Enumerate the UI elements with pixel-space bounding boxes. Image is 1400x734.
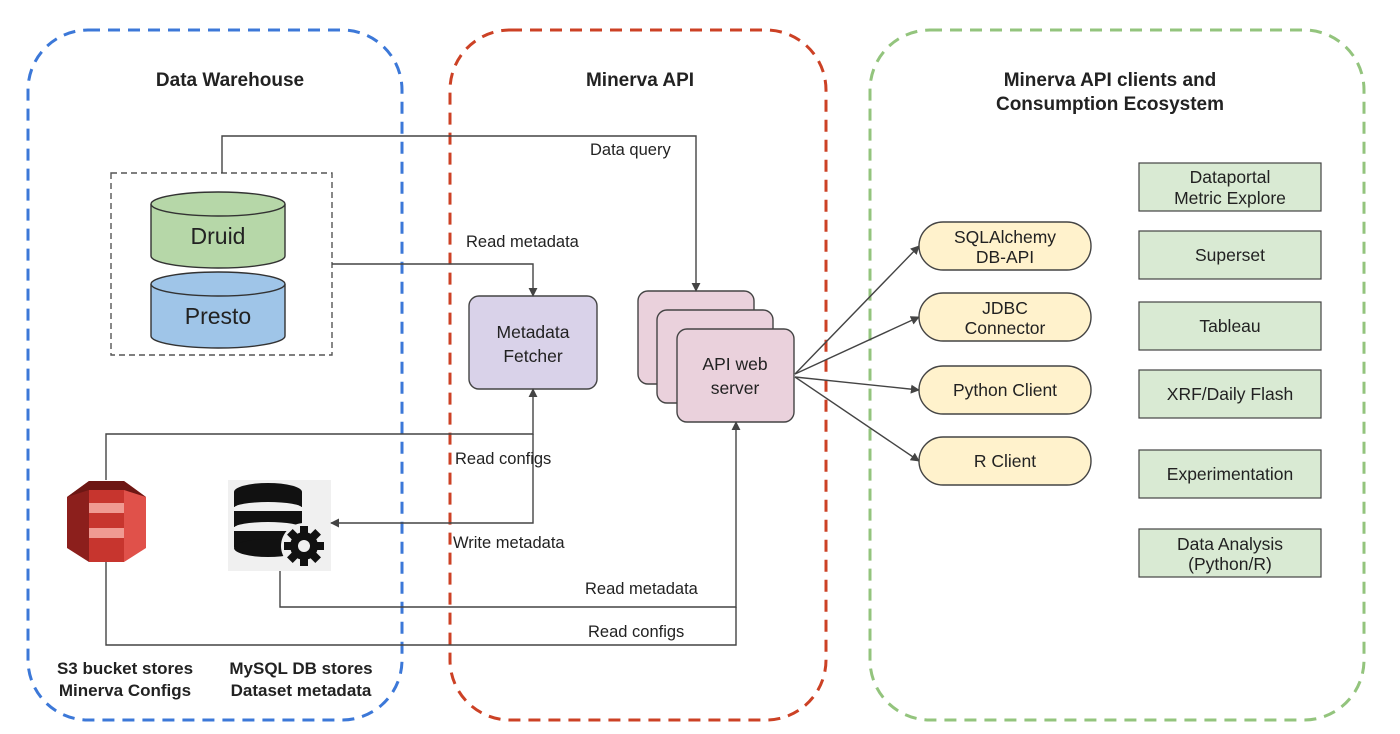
s3-bucket-icon xyxy=(67,481,146,562)
consumer-tableau: Tableau xyxy=(1138,301,1322,351)
api-web-server-box xyxy=(676,328,795,423)
api-client-label-line2: DB-API xyxy=(976,247,1034,267)
consumer-superset: Superset xyxy=(1138,230,1322,280)
consumer-label-line1: Data Analysis xyxy=(1177,534,1283,554)
api-client-python: Python Client xyxy=(918,365,1092,415)
druid-database: Druid xyxy=(150,191,286,269)
presto-label: Presto xyxy=(185,303,251,329)
api-client-sqlalchemy: SQLAlchemy DB-API xyxy=(918,221,1092,271)
server-to-r-client-arrow xyxy=(794,376,920,462)
read-configs-bottom-label: Read configs xyxy=(588,623,684,641)
consumer-label: Experimentation xyxy=(1167,464,1293,484)
api-client-label: Python Client xyxy=(953,380,1057,400)
api-client-label-line1: SQLAlchemy xyxy=(954,227,1056,247)
data-query-arrow xyxy=(221,135,701,292)
consumer-xrf-daily-flash: XRF/Daily Flash xyxy=(1138,369,1322,419)
mysql-to-server-arrow xyxy=(279,421,741,608)
metadata-fetcher-box xyxy=(468,295,598,390)
database-gear-icon xyxy=(228,480,331,571)
data-warehouse-panel xyxy=(26,28,404,722)
read-configs-mid-label: Read configs xyxy=(455,450,551,468)
consumer-experimentation: Experimentation xyxy=(1138,449,1322,499)
consumer-label-line2: Metric Explore xyxy=(1174,188,1286,208)
api-title: Minerva API xyxy=(586,70,694,91)
consumer-label: Tableau xyxy=(1199,316,1260,336)
minerva-api-panel xyxy=(448,28,828,722)
api-web-server-label-line2: server xyxy=(711,378,760,398)
clients-title-line2: Consumption Ecosystem xyxy=(996,94,1224,115)
s3-caption-line2: Minerva Configs xyxy=(59,681,191,700)
presto-database: Presto xyxy=(150,271,286,349)
mysql-caption-line1: MySQL DB stores xyxy=(229,659,372,678)
mysql-caption-line2: Dataset metadata xyxy=(231,681,372,700)
metadata-fetcher-label-line2: Fetcher xyxy=(503,346,562,366)
consumer-label: XRF/Daily Flash xyxy=(1167,384,1293,404)
read-metadata-top-label: Read metadata xyxy=(466,233,580,251)
metadata-fetcher-label-line1: Metadata xyxy=(497,322,570,342)
api-client-jdbc: JDBC Connector xyxy=(918,292,1092,342)
consumer-dataportal: Dataportal Metric Explore xyxy=(1138,162,1322,212)
clients-title-line1: Minerva API clients and xyxy=(1004,70,1217,91)
api-client-label-line1: JDBC xyxy=(982,298,1028,318)
consumer-data-analysis: Data Analysis (Python/R) xyxy=(1138,528,1322,578)
api-web-server-label-line1: API web xyxy=(702,354,767,374)
druid-label: Druid xyxy=(191,223,246,249)
write-metadata-arrow xyxy=(330,434,534,528)
consumer-label: Superset xyxy=(1195,245,1265,265)
s3-to-server-line xyxy=(105,562,737,646)
clients-ecosystem-panel xyxy=(868,28,1366,722)
api-client-r: R Client xyxy=(918,436,1092,486)
consumer-label-line1: Dataportal xyxy=(1190,167,1271,187)
api-client-label: R Client xyxy=(974,451,1036,471)
consumer-label-line2: (Python/R) xyxy=(1188,554,1272,574)
read-metadata-arrow xyxy=(332,263,538,297)
server-to-jdbc-arrow xyxy=(794,316,920,375)
server-to-sqlalchemy-arrow xyxy=(794,245,920,375)
data-query-label: Data query xyxy=(590,141,671,159)
s3-to-fetcher-arrow xyxy=(105,388,538,480)
s3-caption-line1: S3 bucket stores xyxy=(57,659,193,678)
write-metadata-label: Write metadata xyxy=(453,534,565,552)
warehouse-title: Data Warehouse xyxy=(156,70,304,91)
read-metadata-bottom-label: Read metadata xyxy=(585,580,699,598)
api-client-label-line2: Connector xyxy=(965,318,1046,338)
server-to-python-arrow xyxy=(794,376,920,394)
